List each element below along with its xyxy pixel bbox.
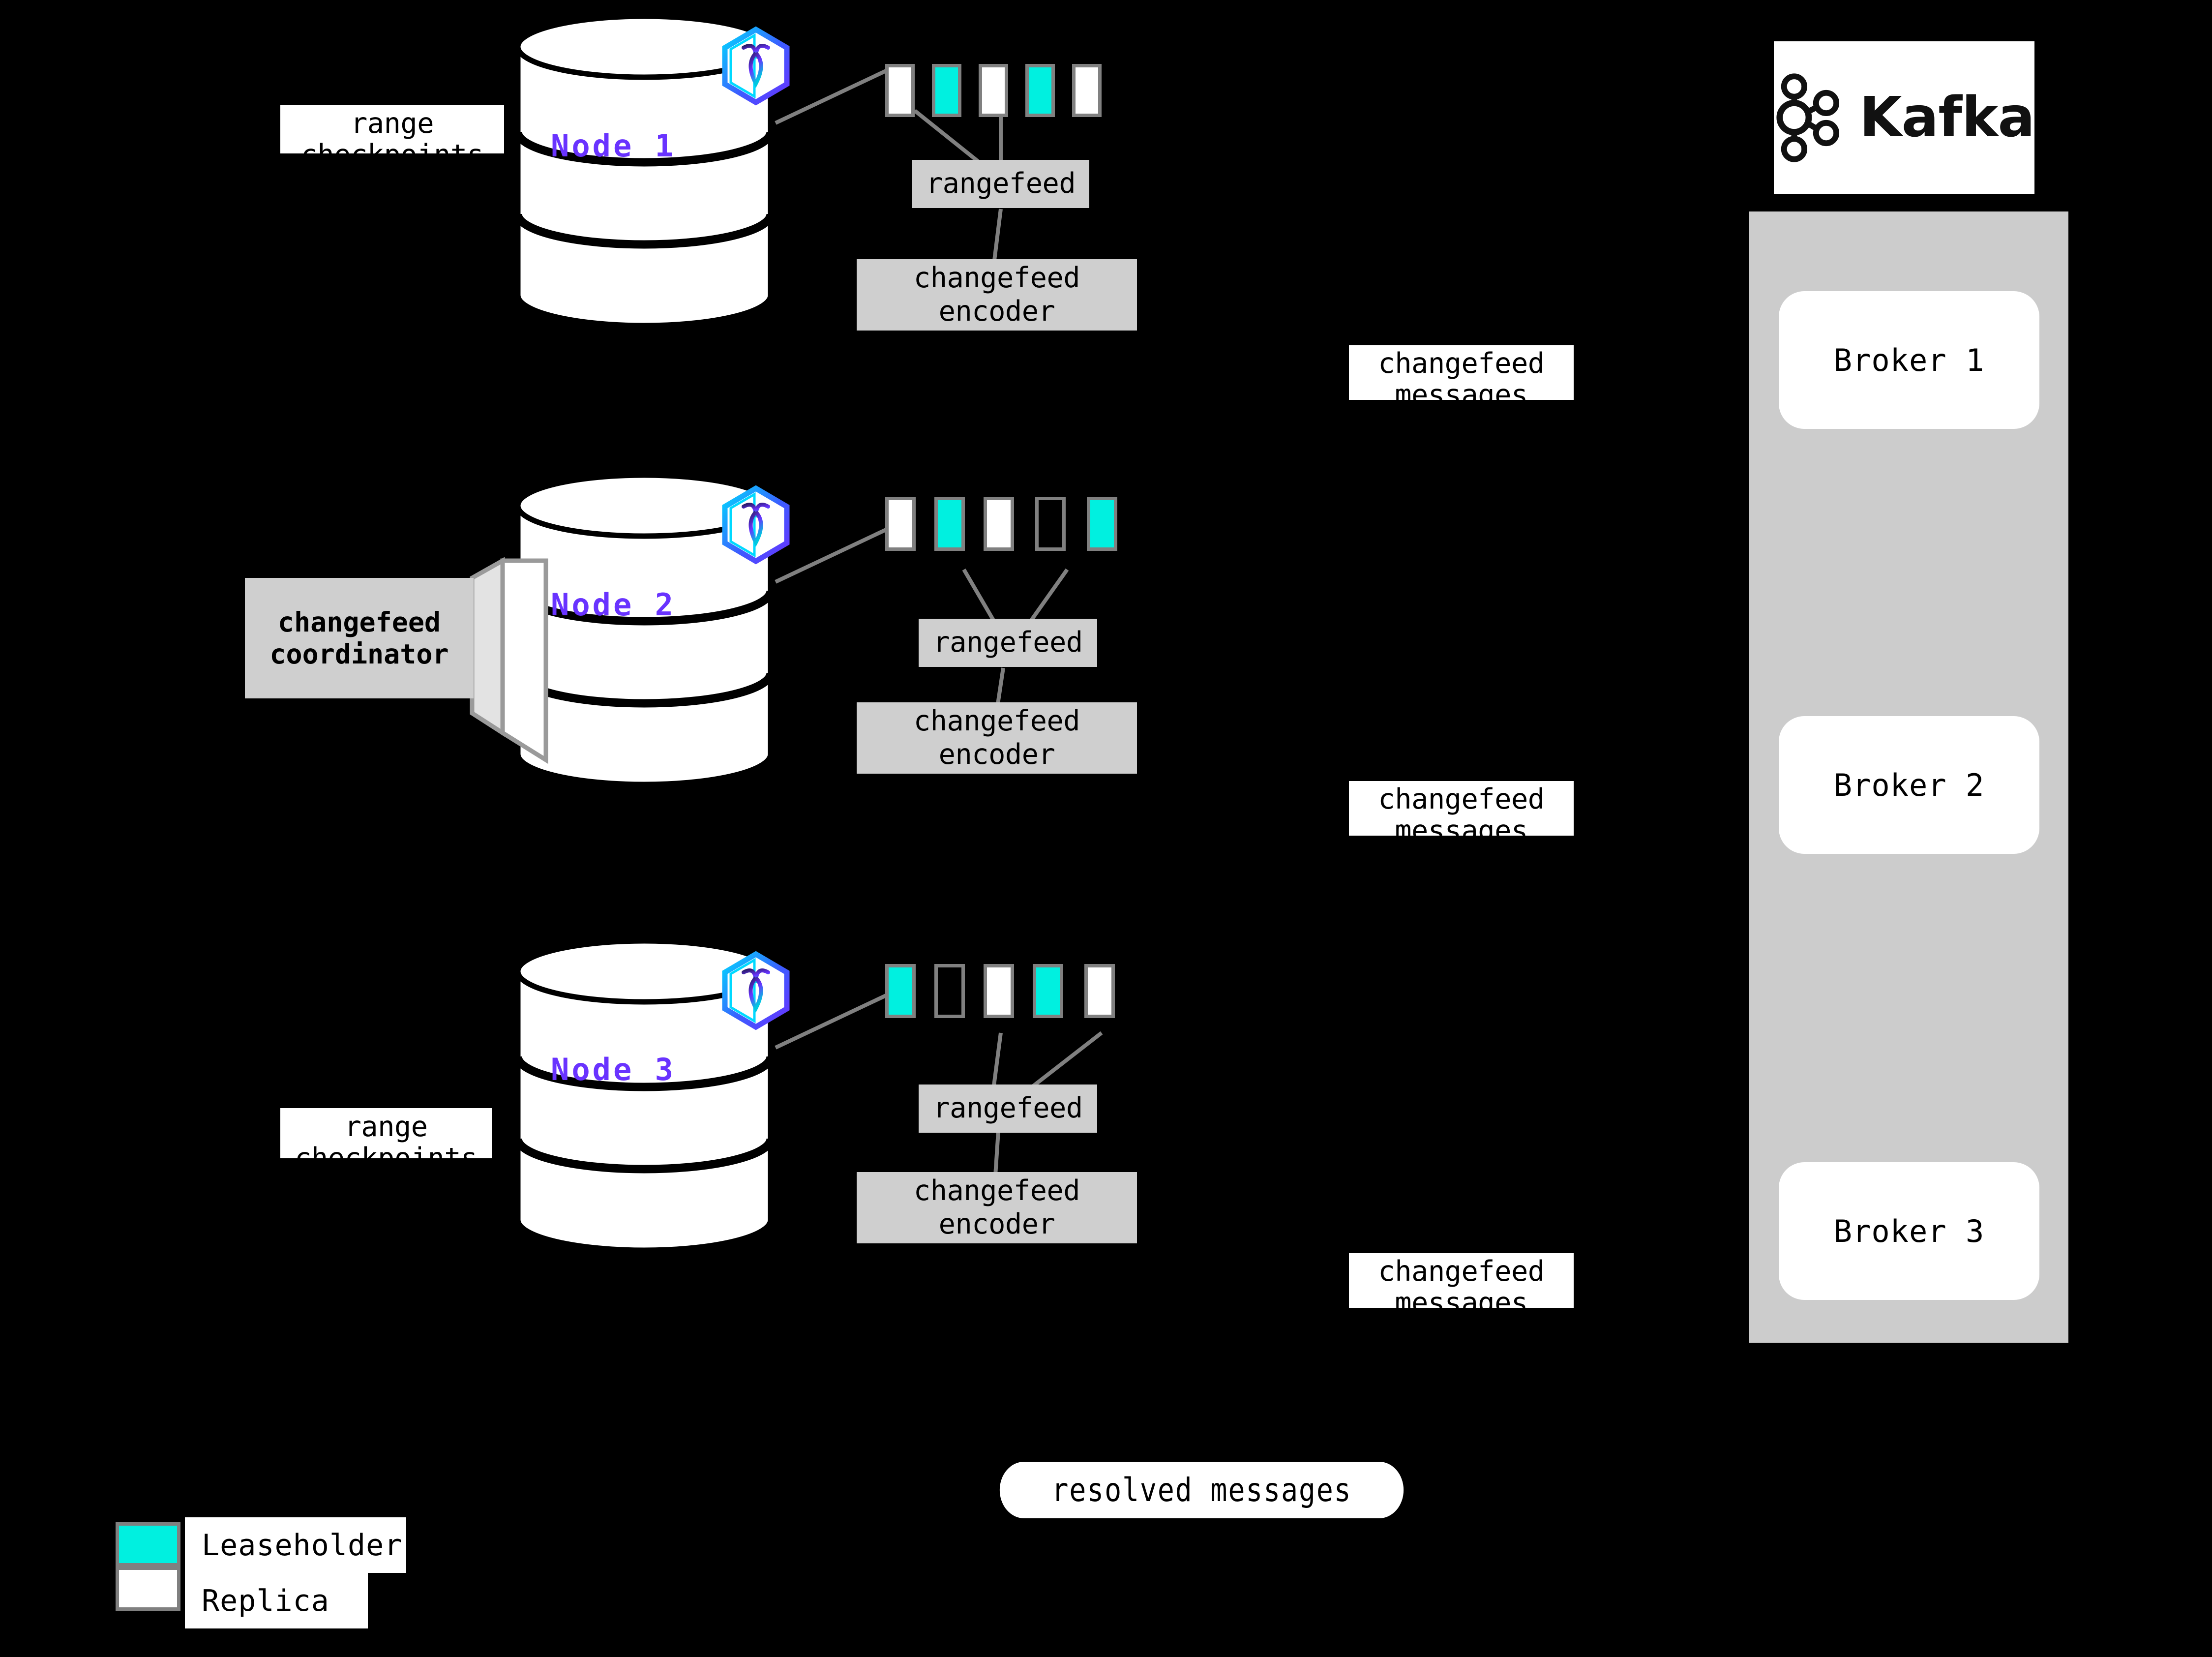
coordinator-pointer: [470, 557, 548, 764]
changefeed-encoder-box-3: changefeed encoder: [857, 1172, 1137, 1243]
cockroachdb-logo-icon-3: [722, 951, 790, 1030]
node-1-label: Node 1: [551, 128, 676, 164]
legend-swatch-replica: [116, 1567, 180, 1611]
changefeed-messages-label-2: changefeed messages: [1349, 781, 1574, 836]
node-2-label: Node 2: [551, 587, 676, 623]
replica-box: [1072, 64, 1102, 117]
replica-box: [885, 497, 916, 551]
replica-box: [934, 964, 965, 1018]
replica-box: [984, 964, 1014, 1018]
kafka-inbound-arrow-icon: [2061, 331, 2090, 353]
legend-label-leaseholder: Leaseholder: [185, 1517, 406, 1573]
cockroachdb-logo-icon-1: [722, 26, 790, 106]
replica-box: [1025, 64, 1055, 117]
broker-item-2[interactable]: Broker 2: [1779, 716, 2039, 854]
legend-swatch-leaseholder: [116, 1522, 180, 1567]
replica-box: [979, 64, 1008, 117]
changefeed-encoder-box-1: changefeed encoder: [857, 259, 1137, 331]
cockroachdb-logo-icon-2: [722, 485, 790, 565]
replica-box: [1084, 964, 1115, 1018]
replica-box: [885, 964, 916, 1018]
kafka-icon: [1776, 73, 1840, 162]
rangefeed-box-1: rangefeed: [912, 160, 1089, 208]
range-checkpoints-label-3: range checkpoints: [280, 1108, 492, 1158]
broker-item-3[interactable]: Broker 3: [1779, 1162, 2039, 1300]
resolved-messages-pill: resolved messages: [999, 1462, 1404, 1518]
replica-box: [984, 497, 1014, 551]
replica-box: [1033, 964, 1063, 1018]
replica-box: [1035, 497, 1066, 551]
replica-box: [1087, 497, 1117, 551]
kafka-logo-card: Kafka: [1774, 41, 2035, 194]
changefeed-messages-label-3: changefeed messages: [1349, 1253, 1574, 1308]
kafka-wordmark: Kafka: [1859, 86, 2035, 150]
node-1-cylinder: [513, 13, 775, 329]
broker-item-1[interactable]: Broker 1: [1779, 291, 2039, 429]
range-checkpoints-label-1: range checkpoints: [280, 105, 504, 153]
changefeed-messages-label-1: changefeed messages: [1349, 345, 1574, 400]
changefeed-encoder-box-2: changefeed encoder: [857, 702, 1137, 774]
node-2-cylinder: [513, 472, 775, 787]
changefeed-coordinator-box: changefeed coordinator: [245, 578, 474, 698]
node-3-label: Node 3: [551, 1052, 676, 1087]
replica-box: [934, 497, 965, 551]
rangefeed-box-3: rangefeed: [919, 1085, 1097, 1133]
replica-box: [932, 64, 961, 117]
replica-box: [885, 64, 915, 117]
rangefeed-box-2: rangefeed: [919, 619, 1097, 667]
legend-label-replica: Replica: [185, 1573, 368, 1628]
